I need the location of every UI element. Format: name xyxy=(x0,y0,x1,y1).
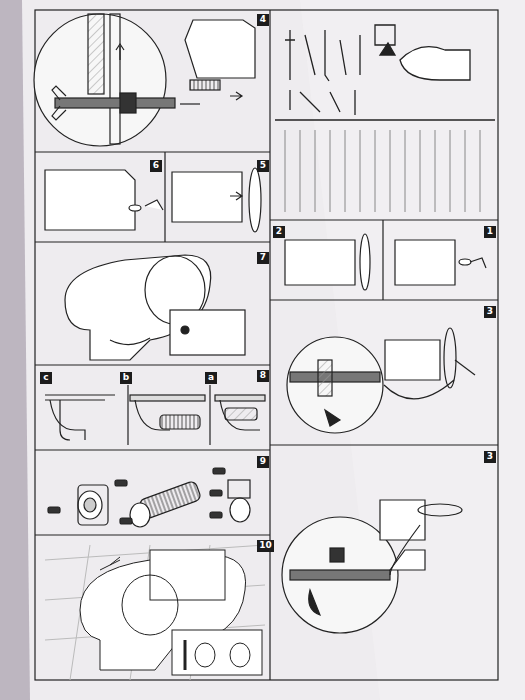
step-number-box: 3 xyxy=(484,451,496,463)
callout-number: 7 xyxy=(257,253,269,262)
step-number-box: 8 xyxy=(257,370,269,382)
step-number-box: 6 xyxy=(150,160,162,172)
step-number-box: 3 xyxy=(484,306,496,318)
step-number-box: 10 xyxy=(257,540,274,552)
callout-number: 8 xyxy=(257,371,269,380)
callout-number: 6 xyxy=(150,161,162,170)
callout-number: 2 xyxy=(273,227,285,236)
callout-number: 9 xyxy=(257,457,269,466)
callout-number: 3 xyxy=(484,307,496,316)
callout-number: 4 xyxy=(257,15,269,24)
callout-number: 1 xyxy=(484,227,496,236)
callout-number: 5 xyxy=(257,161,269,170)
step-number-box: b xyxy=(120,372,132,384)
step-number-box: 2 xyxy=(273,226,285,238)
step-number-box: c xyxy=(40,372,52,384)
callout-number: b xyxy=(120,373,132,382)
callout-number: c xyxy=(40,373,52,382)
step-number-box: 7 xyxy=(257,252,269,264)
step-number-box: 5 xyxy=(257,160,269,172)
step-number-box: a xyxy=(205,372,217,384)
step-number-box: 9 xyxy=(257,456,269,468)
callout-number: a xyxy=(205,373,217,382)
callout-number: 3 xyxy=(484,452,496,461)
step-number-box: 1 xyxy=(484,226,496,238)
step-number-box: 4 xyxy=(257,14,269,26)
callout-number: 10 xyxy=(257,541,274,550)
